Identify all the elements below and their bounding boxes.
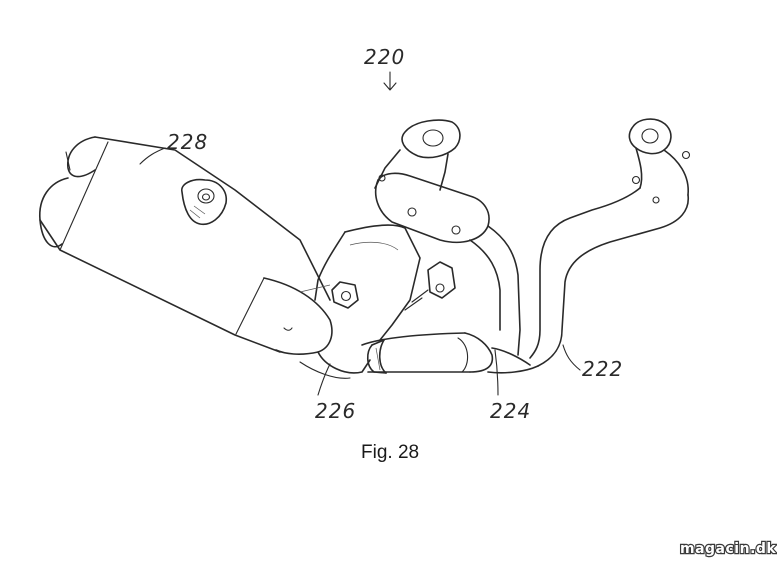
header-pipes — [375, 119, 690, 366]
leader-lines — [140, 72, 580, 395]
muffler — [40, 137, 332, 354]
ref-222-label: 222 — [582, 357, 623, 381]
watermark: magacin.dk — [680, 541, 776, 557]
ref-220-label: 220 — [364, 45, 405, 69]
ref-224-label: 224 — [490, 399, 531, 423]
ref-228-label: 228 — [167, 130, 208, 154]
ref-226-label: 226 — [315, 399, 356, 423]
link-pipe — [362, 333, 538, 373]
figure-caption: Fig. 28 — [361, 442, 419, 463]
